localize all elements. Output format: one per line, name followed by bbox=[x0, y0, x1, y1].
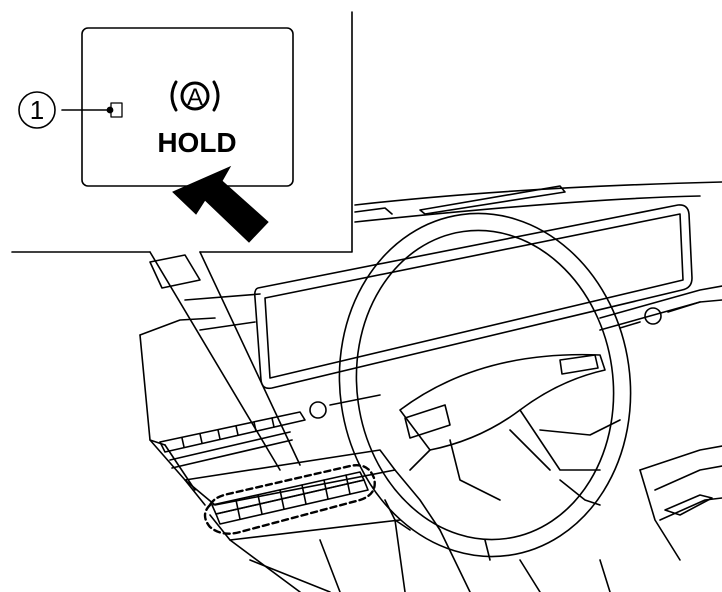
switch-panel bbox=[211, 471, 369, 525]
center-knob bbox=[309, 401, 327, 419]
steering-wheel bbox=[338, 212, 632, 561]
dashed-highlight bbox=[203, 464, 376, 535]
auto-hold-letter: A bbox=[187, 84, 203, 111]
auto-hold-icon bbox=[170, 80, 220, 112]
callout-number: 1 bbox=[30, 95, 44, 125]
right-knob bbox=[644, 307, 662, 325]
infotainment-screen bbox=[254, 204, 693, 390]
dashboard-drawing bbox=[139, 181, 722, 592]
indicator-light bbox=[110, 102, 123, 118]
callout-frame bbox=[11, 11, 353, 471]
hold-label: HOLD bbox=[157, 127, 236, 158]
pointer-arrow-icon bbox=[172, 165, 269, 243]
callout-number-circle bbox=[18, 91, 56, 129]
